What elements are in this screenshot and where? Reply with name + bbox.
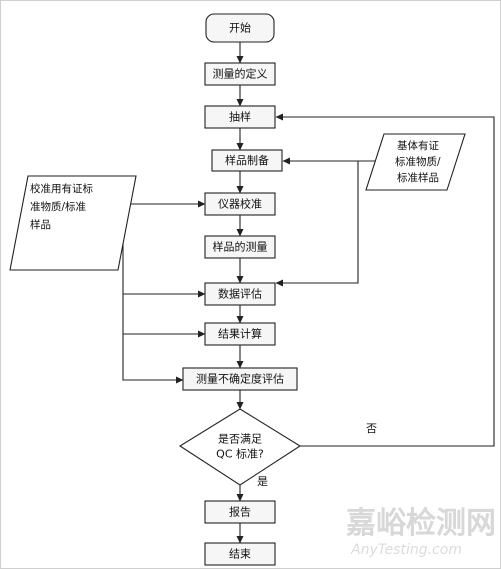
- uncertainty-label: 测量不确定度评估: [196, 372, 284, 386]
- right-input-line1: 基体有证: [397, 139, 439, 152]
- prep-label: 样品制备: [225, 153, 269, 167]
- measure-label: 样品的测量: [213, 240, 268, 254]
- measure-box: [204, 235, 276, 259]
- watermark-en: AnyTesting.com: [350, 542, 462, 558]
- right-input-line2: 标准物质/: [395, 155, 441, 168]
- left-input-line2: 准物质/标准: [30, 200, 86, 213]
- end-box: [204, 542, 276, 566]
- edge-right-evaluate: [275, 161, 359, 287]
- end-label: 结束: [229, 548, 251, 561]
- decision-diamond: [178, 408, 302, 486]
- calibrate-label: 仪器校准: [218, 197, 262, 211]
- edge-label-yes: 是: [257, 475, 268, 488]
- start-label: 开始: [229, 21, 251, 35]
- evaluate-box: [204, 282, 276, 306]
- sample-box: [204, 105, 276, 129]
- edge-decision-no-loop: [275, 113, 495, 447]
- right-input-line3: 标准样品: [397, 171, 439, 184]
- uncertainty-box: [182, 367, 298, 391]
- sample-label: 抽样: [229, 110, 251, 124]
- evaluate-label: 数据评估: [218, 287, 262, 301]
- edge-left-evaluate: [122, 204, 206, 298]
- left-input-line3: 样品: [30, 218, 51, 231]
- start-node: [205, 13, 275, 43]
- define-label: 测量的定义: [213, 67, 268, 81]
- edge-left-uncertainty: [122, 334, 184, 384]
- left-input-parallelogram: [9, 175, 137, 271]
- compute-box: [204, 322, 276, 346]
- left-input-line1: 校准用有证标: [30, 182, 93, 195]
- compute-label: 结果计算: [218, 327, 262, 341]
- right-input-parallelogram: [365, 133, 466, 191]
- prep-box: [211, 149, 283, 172]
- edge-label-no: 否: [366, 422, 377, 435]
- decision-label-line2: QC 标准?: [216, 447, 264, 461]
- edge-left-compute: [122, 294, 206, 338]
- report-box: [204, 500, 276, 524]
- calibrate-box: [204, 192, 276, 216]
- decision-label-line1: 是否满足: [218, 433, 262, 446]
- define-box: [204, 62, 276, 86]
- watermark-cn: 嘉峪检测网: [346, 506, 496, 541]
- report-label: 报告: [229, 505, 251, 519]
